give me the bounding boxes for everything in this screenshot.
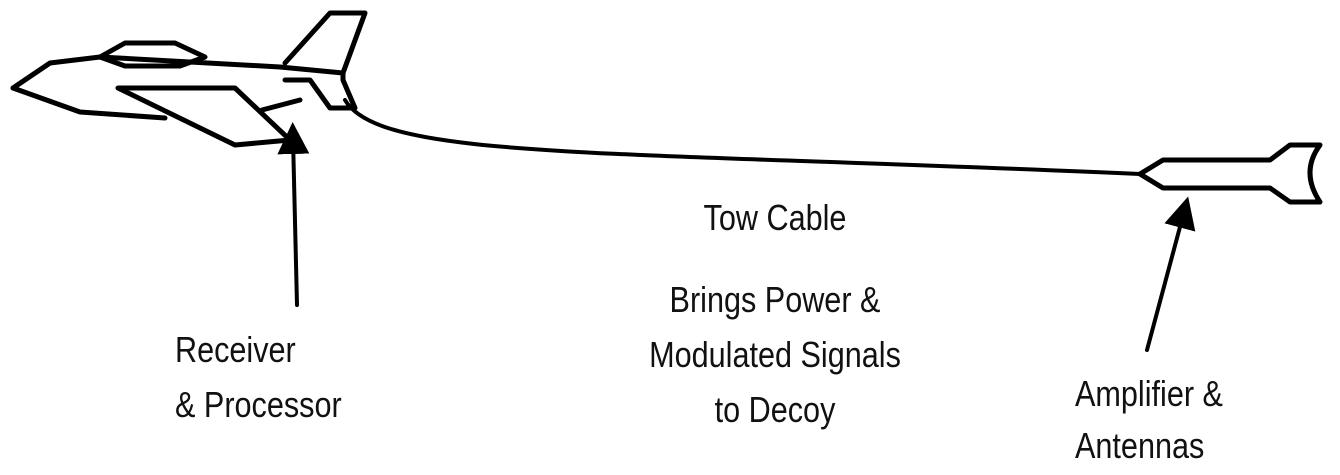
decoy-icon [1137, 142, 1323, 205]
receiver-label-line-1: Receiver [175, 329, 296, 370]
amplifier-label-line-1: Amplifier & [1075, 373, 1223, 414]
receiver-arrow [277, 122, 310, 307]
cable-desc-line-3: to Decoy [714, 389, 836, 430]
tow-cable-label: Tow Cable [703, 197, 847, 238]
amplifier-arrow [1145, 196, 1196, 352]
cable-desc-line-1: Brings Power & [669, 279, 881, 320]
receiver-label-line-2: & Processor [175, 384, 342, 425]
aircraft-icon [10, 10, 368, 148]
cable-desc-line-2: Modulated Signals [649, 334, 901, 375]
tow-cable-line [343, 98, 1142, 176]
amplifier-label-line-2: Antennas [1075, 425, 1205, 466]
